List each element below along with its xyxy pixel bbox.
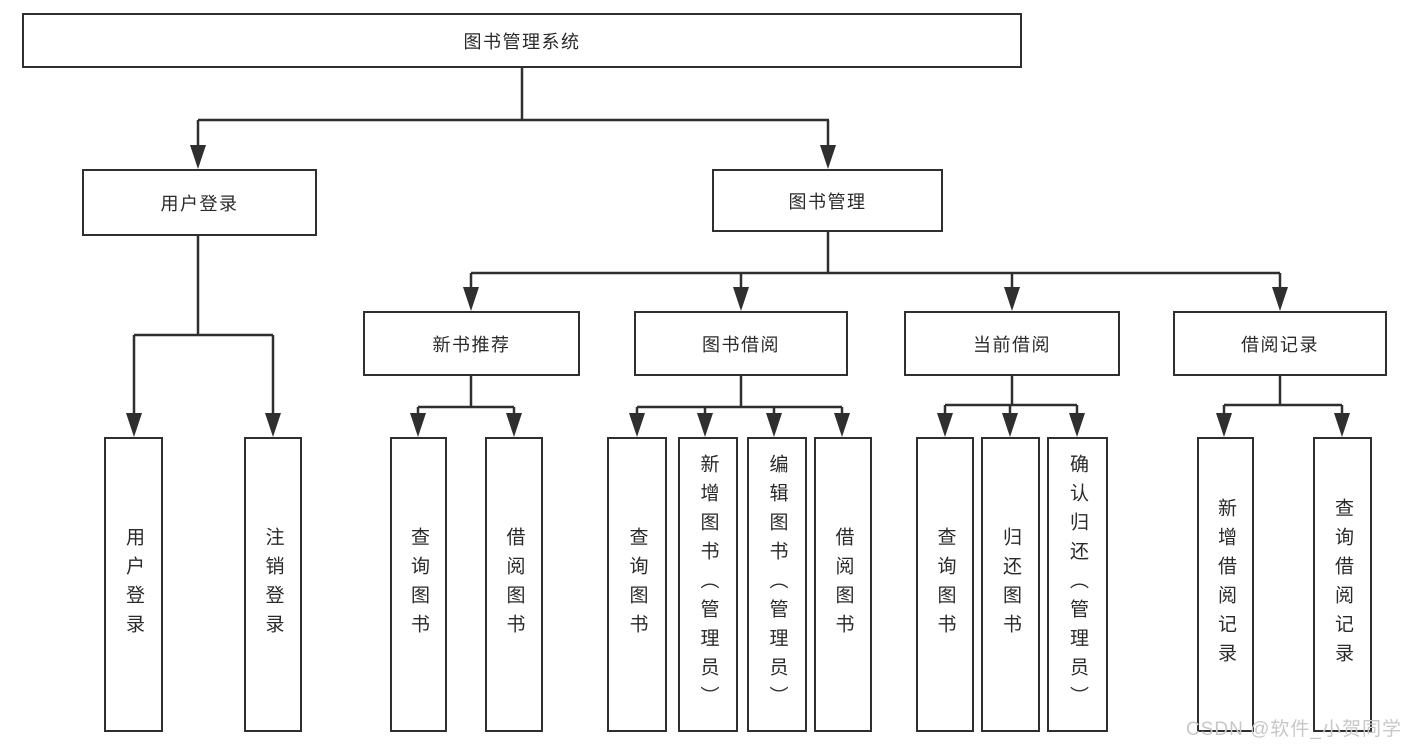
node-br-query: 查询借阅记录 [1313,437,1372,732]
node-bb-edit: 编辑图书（管理员） [747,437,807,732]
node-bb-query: 查询图书 [607,437,667,732]
node-login: 用户登录 [104,437,163,732]
arrowhead-down-icon [834,413,850,437]
arrowhead-down-icon [629,413,645,437]
arrowhead-down-icon [1272,287,1288,311]
arrowhead-down-icon [766,413,782,437]
node-borrow-records: 借阅记录 [1173,311,1387,376]
arrowhead-down-icon [410,413,426,437]
node-bb-add: 新增图书（管理员） [678,437,738,732]
node-bb-borrow: 借阅图书 [814,437,872,732]
arrowhead-down-icon [265,413,281,437]
node-nbr-borrow: 借阅图书 [485,437,543,732]
arrowhead-down-icon [1002,413,1018,437]
node-logout: 注销登录 [244,437,302,732]
node-cb-query: 查询图书 [916,437,974,732]
arrowhead-down-icon [1216,413,1232,437]
arrowhead-down-icon [463,287,479,311]
node-book-borrow: 图书借阅 [634,311,848,376]
arrowhead-down-icon [506,413,522,437]
node-nbr-query: 查询图书 [390,437,447,732]
node-book-mgmt: 图书管理 [712,169,943,232]
arrowhead-down-icon [937,413,953,437]
watermark: CSDN @软件_小贺同学 [1186,719,1402,740]
arrowhead-down-icon [733,287,749,311]
arrowhead-down-icon [820,145,836,169]
node-new-book-rec: 新书推荐 [363,311,580,376]
node-br-add: 新增借阅记录 [1197,437,1254,732]
node-cb-return: 归还图书 [981,437,1040,732]
arrowhead-down-icon [1004,287,1020,311]
node-cb-confirm: 确认归还（管理员） [1047,437,1108,732]
arrowhead-down-icon [697,413,713,437]
arrowhead-down-icon [126,413,142,437]
node-current-borrow: 当前借阅 [904,311,1120,376]
node-root: 图书管理系统 [22,13,1022,68]
arrowhead-down-icon [1334,413,1350,437]
arrowhead-down-icon [190,145,206,169]
arrowhead-down-icon [1069,413,1085,437]
node-user-login: 用户登录 [82,169,317,236]
